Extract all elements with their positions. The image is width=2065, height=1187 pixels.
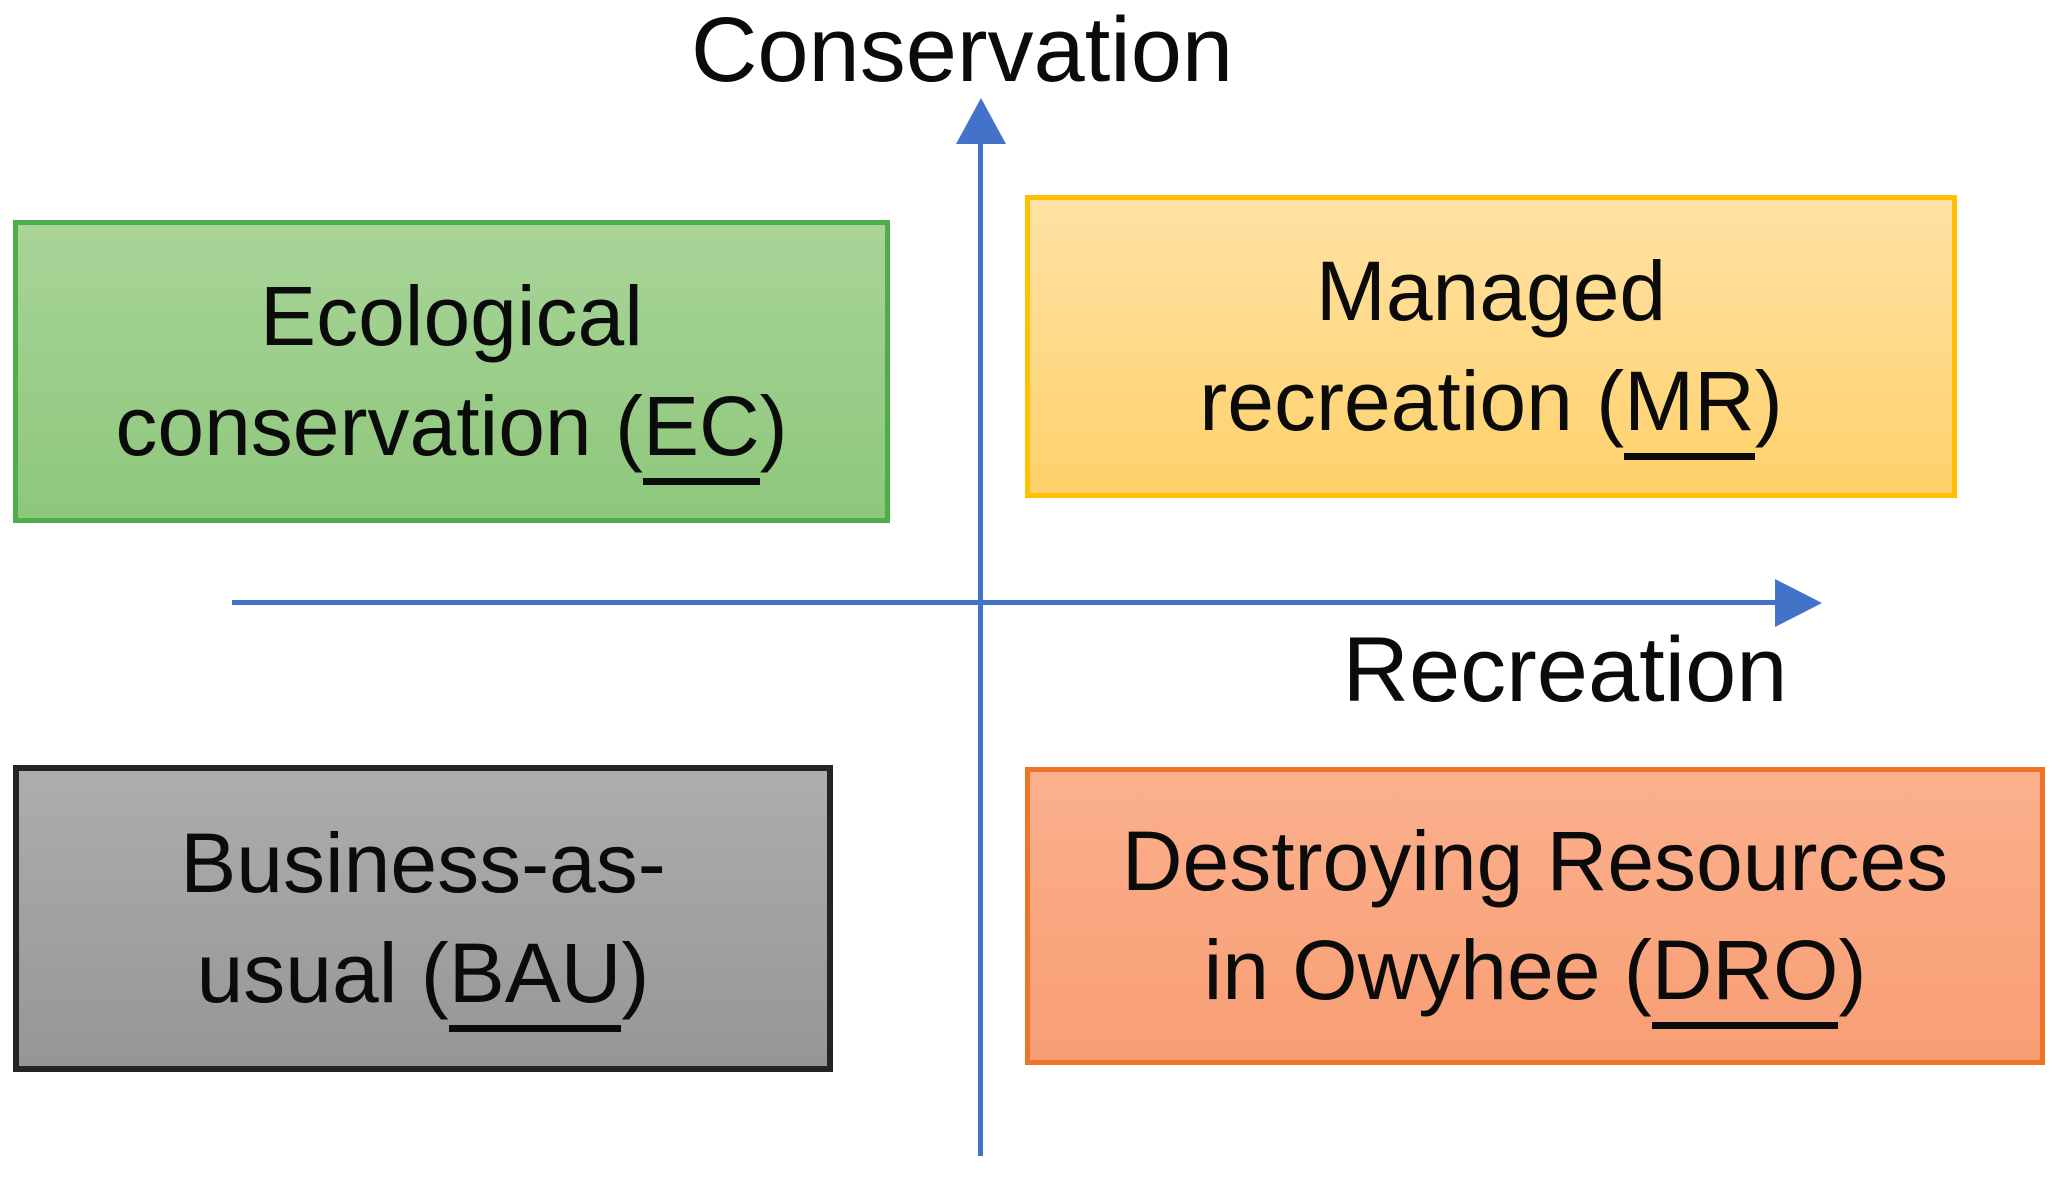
quadrant-line1: Destroying Resources [1121, 813, 1949, 908]
quadrant-acronym: DRO [1651, 923, 1839, 1029]
quadrant-managed-recreation: Managed recreation (MR) [1025, 195, 1957, 498]
quadrant-line2-close: ) [1754, 353, 1783, 448]
right-arrow-icon [1775, 579, 1822, 627]
quadrant-line2: in Owyhee (DRO) [1203, 916, 1867, 1029]
up-arrow-icon [956, 98, 1006, 144]
quadrant-line2: recreation (MR) [1199, 347, 1783, 460]
quadrant-line2-text: in Owyhee ( [1203, 923, 1652, 1017]
quadrant-acronym: MR [1624, 353, 1755, 460]
quadrant-line2: usual (BAU) [196, 919, 650, 1032]
quadrant-business-as-usual: Business-as- usual (BAU) [13, 765, 833, 1072]
quadrant-line2: conservation (EC) [115, 372, 788, 485]
quadrant-acronym: EC [642, 378, 760, 485]
quadrant-line1: Ecological [260, 269, 643, 364]
quadrant-line2-text: usual ( [196, 925, 449, 1020]
quadrant-line2-text: conservation ( [115, 378, 643, 473]
quadrant-ecological-conservation: Ecological conservation (EC) [13, 220, 890, 523]
quadrant-line1: Managed [1315, 244, 1667, 339]
quadrant-line2-text: recreation ( [1199, 353, 1625, 448]
vertical-axis-label: Conservation [690, 0, 1234, 101]
vertical-axis-line [978, 140, 983, 1156]
horizontal-axis-line [232, 600, 1777, 605]
quadrant-line2-close: ) [759, 378, 788, 473]
quadrant-acronym: BAU [448, 925, 622, 1032]
horizontal-axis-label: Recreation [1342, 619, 1788, 721]
quadrant-line2-close: ) [621, 925, 650, 1020]
quadrant-line1: Business-as- [180, 816, 666, 911]
quadrant-destroying-resources-owyhee: Destroying Resources in Owyhee (DRO) [1025, 767, 2045, 1065]
quadrant-line2-close: ) [1838, 923, 1867, 1017]
